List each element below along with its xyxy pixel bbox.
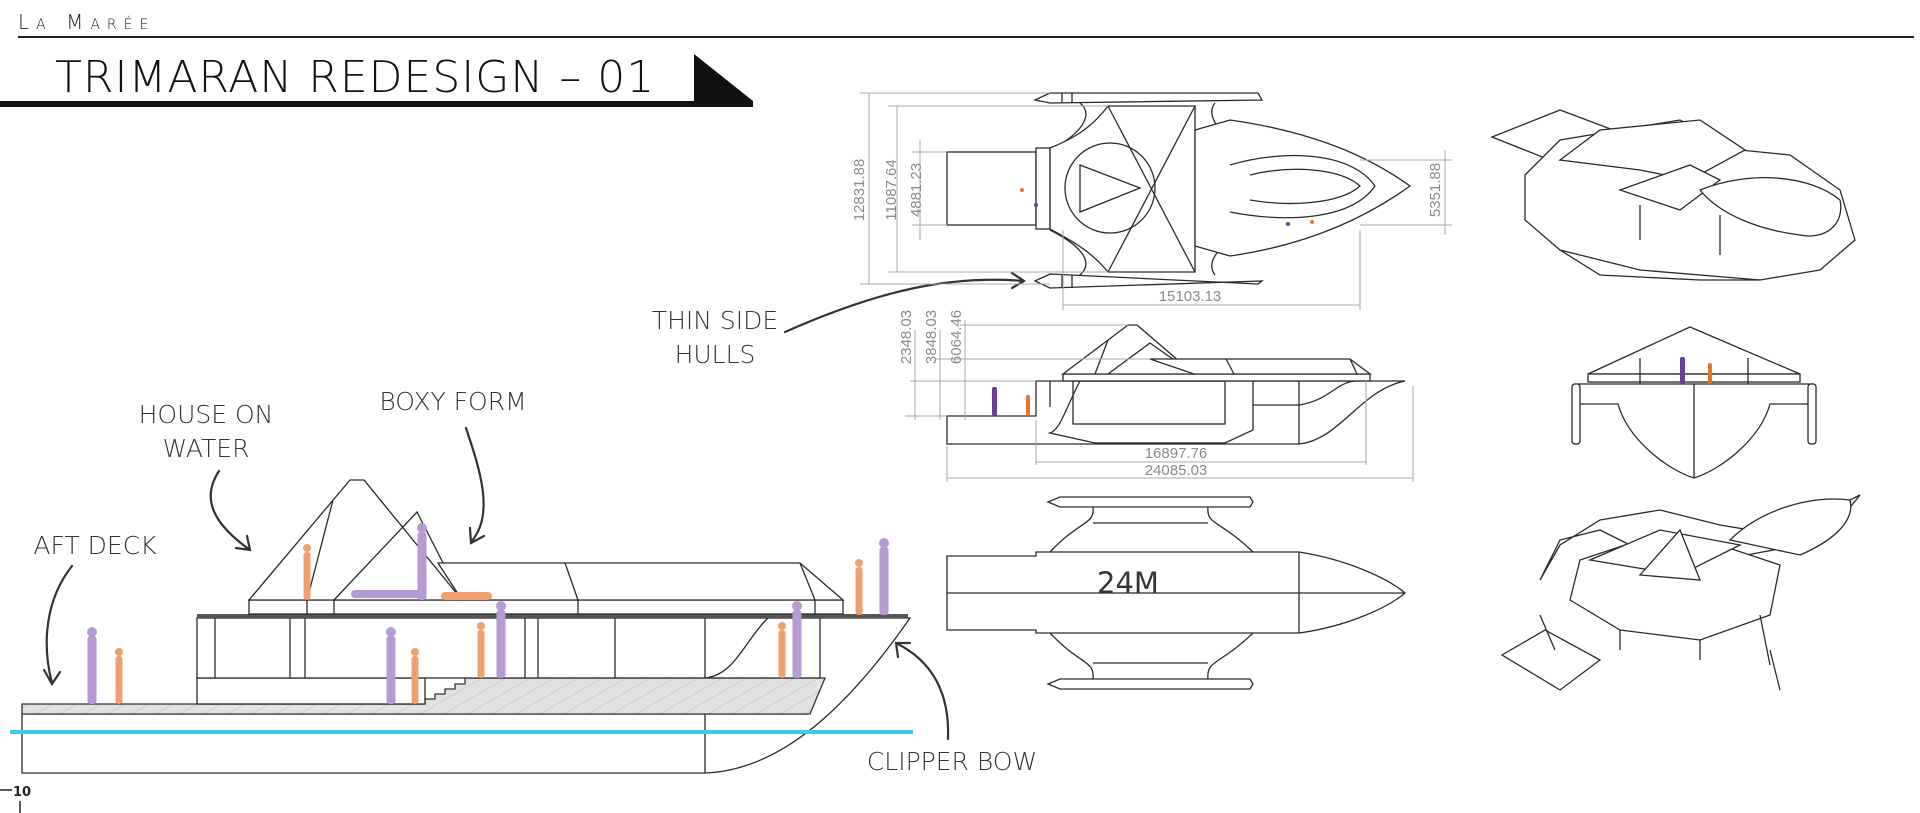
person-figure-standing [87, 627, 97, 704]
arrow-icon-house-on-water [209, 469, 252, 552]
dim-height-1: 2348.03 [898, 310, 915, 364]
dim-inner-beam: 11087.64 [883, 159, 900, 220]
person-figure-standing [778, 622, 786, 678]
person-figure-standing [115, 648, 123, 704]
label-aft-deck: AFT DECK [33, 531, 157, 560]
label-thin-side-hulls-1: THIN SIDE [652, 306, 778, 335]
dim-aft-beam: 4881.23 [908, 163, 925, 217]
front-view [1571, 326, 1817, 479]
title-underline-bar [0, 101, 753, 107]
side-elevation-drawing [10, 479, 913, 774]
arrow-icon-thin-side-hulls [783, 271, 1027, 334]
flat-upper-cabin [436, 562, 845, 601]
technical-side-elevation: 2348.03 3848.03 6064.46 16897.76 24085.0… [898, 310, 1414, 482]
brand-name: La Marée [18, 10, 155, 34]
upper-cabin-base [248, 599, 844, 615]
person-figure-standing [303, 544, 311, 600]
label-house-on-water-1: HOUSE ON [139, 400, 274, 429]
dim-bow-beam: 5351.88 [1427, 163, 1444, 217]
length-label: 24M [1097, 566, 1159, 600]
hull-body [21, 617, 912, 774]
isometric-view-bottom [1500, 494, 1861, 691]
person-figure-standing [411, 648, 419, 704]
person-figure-standing [855, 559, 863, 615]
dim-height-2: 3848.03 [923, 310, 940, 364]
person-figure-standing [792, 601, 802, 678]
person-figure-lying [351, 590, 425, 598]
roof-deck [197, 614, 908, 618]
dim-height-3: 6064.46 [948, 310, 965, 364]
label-clipper-bow: CLIPPER BOW [867, 747, 1037, 776]
person-figure-standing [477, 622, 485, 678]
page-number: 10 [13, 785, 31, 800]
person-figure-standing [496, 601, 506, 678]
person-figure-standing [417, 523, 427, 600]
top-plan-view: 12831.88 11087.64 4881.23 5351.88 15103.… [851, 92, 1452, 310]
hatched-deck [21, 677, 826, 715]
dim-length-1: 16897.76 [1145, 445, 1208, 462]
person-figure-standing [879, 538, 889, 615]
bottom-plan-view: 24M [946, 496, 1406, 690]
person-figure-lying [441, 592, 492, 600]
arrow-icon-aft-deck [42, 564, 74, 687]
header: La Marée TRIMARAN REDESIGN – 01 [0, 10, 1914, 107]
page-title: TRIMARAN REDESIGN – 01 [55, 52, 655, 103]
dim-overall-beam: 12831.88 [851, 159, 868, 222]
human-figures [87, 523, 889, 704]
scale-figure-orange [1026, 395, 1030, 416]
arrow-icon-clipper-bow [894, 641, 950, 741]
scale-figure-purple [992, 387, 997, 416]
arrow-icon-boxy-form [464, 426, 486, 545]
footer: 10 [0, 785, 31, 813]
label-house-on-water-2: WATER [163, 434, 250, 463]
annotations: AFT DECK HOUSE ON WATER BOXY FORM CLIPPE… [33, 271, 1037, 776]
black-triangle-icon [694, 54, 753, 101]
label-boxy-form: BOXY FORM [379, 387, 526, 416]
pyramid-roof [247, 479, 464, 601]
label-thin-side-hulls-2: HULLS [675, 340, 756, 369]
person-figure-standing [386, 627, 396, 704]
isometric-view-top [1490, 109, 1856, 281]
dim-length-2: 24085.03 [1145, 462, 1208, 479]
dim-length: 15103.13 [1159, 288, 1222, 305]
